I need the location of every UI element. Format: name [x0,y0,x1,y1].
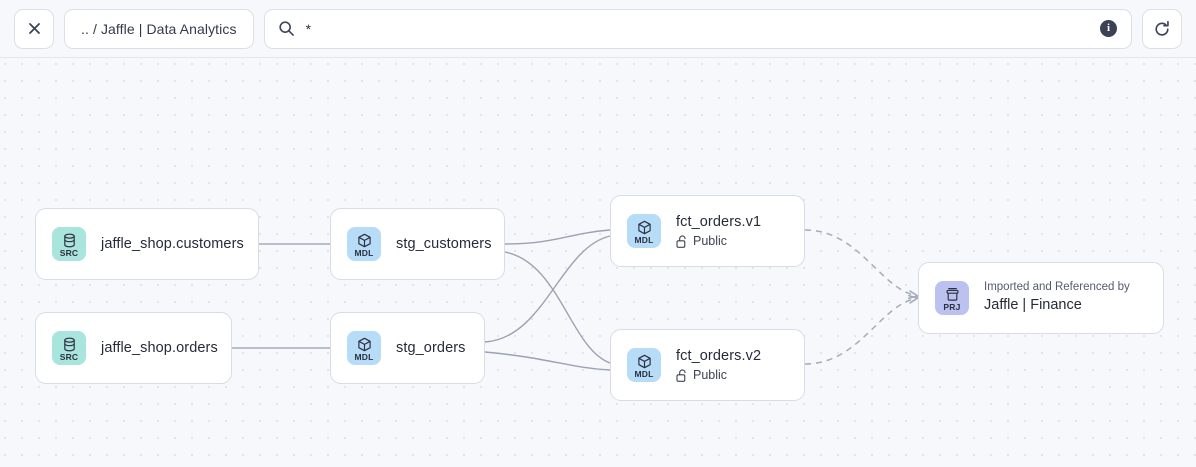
node-labels: fct_orders.v2 Public [676,347,761,383]
project-box-icon [945,287,959,301]
node-fct-orders-v2[interactable]: MDL fct_orders.v2 Public [610,329,805,401]
unlock-icon [676,235,686,248]
node-fct-orders-v1[interactable]: MDL fct_orders.v1 Public [610,195,805,267]
cube-icon [357,233,371,248]
edge-stgorders-to-v2 [484,351,611,371]
src-badge-label: SRC [59,247,79,258]
prj-badge: PRJ [935,281,969,315]
node-labels: stg_customers [396,235,492,253]
database-icon [63,337,75,352]
src-badge-label: SRC [59,351,79,362]
node-labels: Imported and Referenced by Jaffle | Fina… [984,281,1130,316]
cube-icon [637,220,651,235]
search-box[interactable]: i [263,8,1132,49]
mdl-badge: MDL [347,331,381,365]
edge-v1-to-prj [804,229,918,296]
toolbar: .. / Jaffle | Data Analytics i [0,0,1196,58]
node-labels: jaffle_shop.customers [101,235,244,253]
mdl-badge: MDL [347,227,381,261]
mdl-badge-label: MDL [354,247,374,258]
node-jaffle-finance-project[interactable]: PRJ Imported and Referenced by Jaffle | … [918,262,1164,334]
node-visibility-label: Public [693,234,728,249]
edge-v2-to-prj [804,298,918,365]
node-labels: fct_orders.v1 Public [676,213,761,249]
close-icon [28,23,40,34]
src-badge: SRC [52,331,86,365]
mdl-badge: MDL [627,348,661,382]
database-icon [63,233,75,248]
node-jaffle-shop-orders[interactable]: SRC jaffle_shop.orders [35,312,232,384]
node-labels: stg_orders [396,339,466,357]
node-visibility-label: Public [693,368,728,383]
edge-stgcust-to-v2 [504,251,611,364]
mdl-badge: MDL [627,214,661,248]
node-jaffle-shop-customers[interactable]: SRC jaffle_shop.customers [35,208,259,280]
cube-icon [637,354,651,369]
search-icon [278,21,294,36]
breadcrumb[interactable]: .. / Jaffle | Data Analytics [64,8,254,49]
graph-canvas[interactable]: SRC jaffle_shop.customers SRC jaffle_sho… [0,58,1196,467]
unlock-icon [676,369,686,382]
node-title: jaffle_shop.orders [101,339,218,356]
cube-icon [357,337,371,352]
node-title: fct_orders.v1 [676,213,762,230]
node-visibility: Public [676,234,761,249]
node-title: stg_customers [396,235,492,252]
refresh-icon [1155,20,1169,36]
edge-stgcust-to-v1 [504,229,611,245]
close-button[interactable] [14,8,54,49]
refresh-button[interactable] [1142,8,1182,49]
search-input[interactable] [305,20,1089,37]
info-icon[interactable]: i [1100,20,1117,37]
node-title: Jaffle | Finance [984,297,1082,314]
mdl-badge-label: MDL [634,368,654,379]
node-title: jaffle_shop.customers [101,235,244,252]
src-badge: SRC [52,227,86,261]
node-stg-customers[interactable]: MDL stg_customers [330,208,505,280]
mdl-badge-label: MDL [634,234,654,245]
prj-badge-label: PRJ [943,301,961,312]
breadcrumb-label: .. / Jaffle | Data Analytics [81,20,237,37]
node-relationship-label: Imported and Referenced by [984,280,1130,293]
node-visibility: Public [676,368,761,383]
node-title: fct_orders.v2 [676,347,762,364]
node-labels: jaffle_shop.orders [101,339,218,357]
node-stg-orders[interactable]: MDL stg_orders [330,312,485,384]
node-title: stg_orders [396,339,466,356]
mdl-badge-label: MDL [354,351,374,362]
